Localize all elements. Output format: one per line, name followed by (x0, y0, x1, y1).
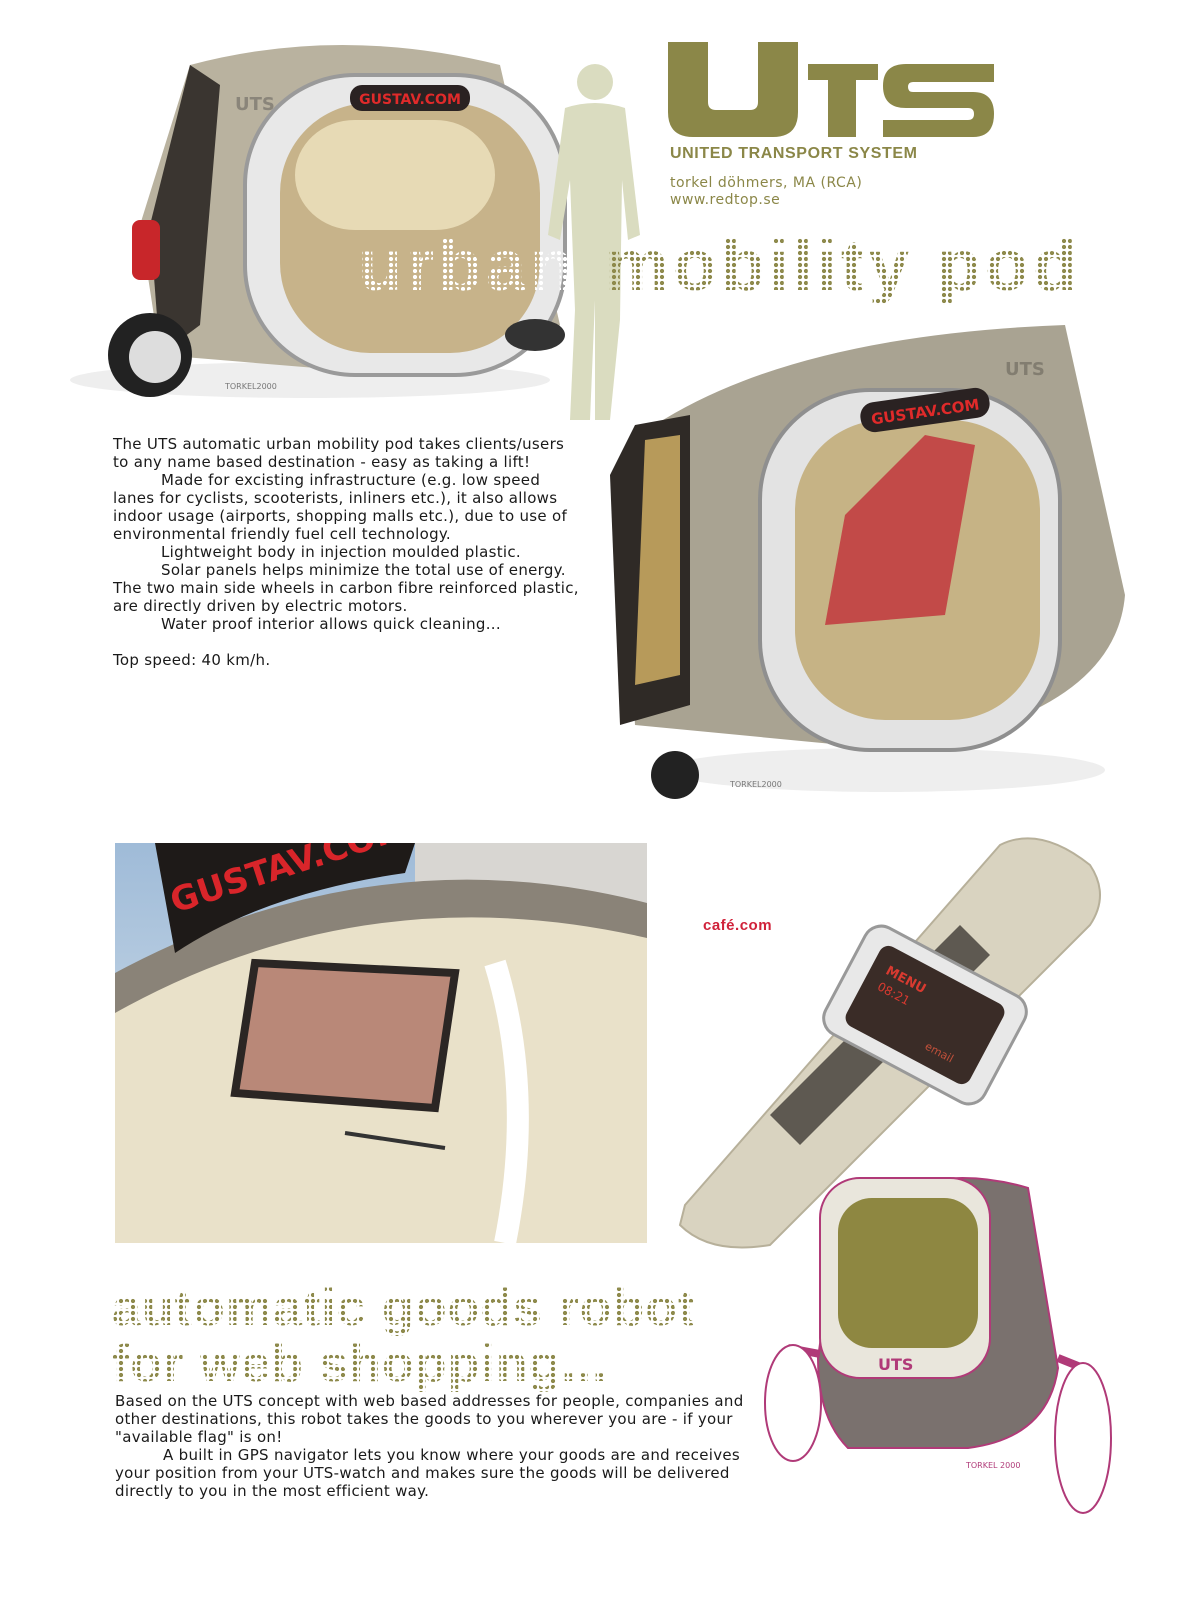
uts-watch-illustration: MENU 08:21 email (678, 837, 1101, 1249)
cafe-label: café.com (703, 917, 773, 934)
robot-signature: TORKEL 2000 (965, 1461, 1020, 1470)
top-speed: Top speed: 40 km/h. (113, 651, 271, 669)
svg-text:UTS: UTS (1005, 359, 1045, 380)
author-name: torkel döhmers, MA (RCA) (670, 175, 863, 191)
pod-front-illustration: GUSTAV.COM UTS TORKEL2000 (610, 325, 1125, 799)
author-website[interactable]: www.redtop.se (670, 192, 781, 208)
pod-display-text: GUSTAV.COM (359, 92, 461, 108)
goods-robot-title: automatic goods robot for web shopping..… (112, 1279, 697, 1393)
robot-description: Based on the UTS concept with web based … (115, 1392, 744, 1500)
logo-subtitle: UNITED TRANSPORT SYSTEM (670, 145, 918, 162)
human-silhouette (548, 64, 640, 420)
svg-text:TORKEL2000: TORKEL2000 (729, 780, 782, 789)
goods-robot-illustration: UTS TORKEL 2000 (764, 1177, 1112, 1514)
signature: TORKEL2000 (224, 382, 277, 391)
pod-badge: UTS (235, 94, 275, 115)
pod-interior-rendering: GUSTAV.COM (115, 843, 647, 1243)
pod-description: The UTS automatic urban mobility pod tak… (113, 435, 583, 669)
pod-side-illustration: GUSTAV.COM UTS TORKEL2000 (70, 45, 567, 398)
robot-badge: UTS (878, 1355, 913, 1374)
uts-logo (668, 42, 994, 137)
urban-mobility-pod-title: urban mobility pod (358, 226, 1081, 306)
author-credits: torkel döhmers, MA (RCA) www.redtop.se (670, 175, 862, 209)
